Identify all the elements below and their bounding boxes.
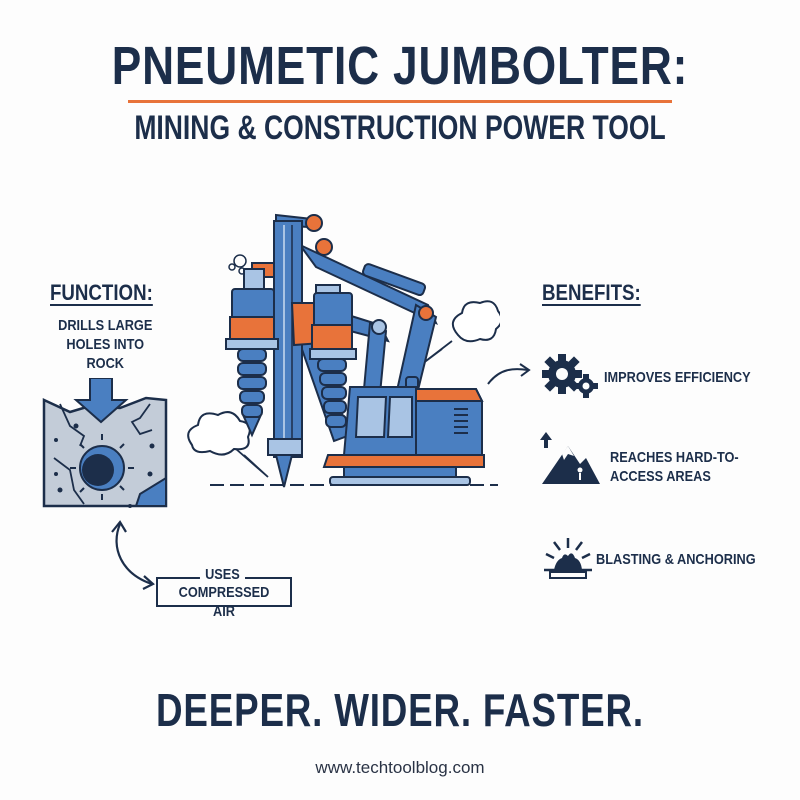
function-description-line1: DRILLS LARGE	[58, 317, 153, 334]
benefits-heading: BENEFITS:	[542, 280, 641, 305]
mountain-climber-icon	[540, 432, 600, 484]
benefit-access-label-line2: ACCESS AREAS	[610, 468, 711, 485]
website-url[interactable]: www.techtoolblog.com	[315, 758, 485, 777]
function-description-line2: HOLES INTO ROCK	[66, 336, 145, 372]
page-subtitle: MINING & CONSTRUCTION POWER TOOL	[134, 109, 666, 147]
benefit-access-label-line1: REACHES HARD-TO-	[610, 449, 739, 466]
dust-cloud-icon	[187, 411, 251, 456]
page-title: PNEUMETIC JUMBOLTER:	[111, 36, 689, 96]
compressed-air-label-bottom: COMPRESSED AIR	[178, 584, 270, 620]
function-heading: FUNCTION:	[50, 280, 153, 305]
benefit-access-label: REACHES HARD-TO- ACCESS AREAS	[610, 448, 739, 486]
compressed-air-label-top: USES	[199, 565, 245, 584]
tagline: DEEPER. WIDER. FASTER.	[156, 684, 644, 736]
pointer-arrow-icon	[487, 363, 531, 385]
explosion-icon	[544, 538, 592, 579]
benefit-efficiency-label: IMPROVES EFFICIENCY	[604, 369, 751, 386]
title-divider	[128, 100, 672, 103]
curved-double-arrow-icon	[111, 520, 155, 590]
rock-drill-hole-icon	[42, 378, 168, 508]
benefit-item-access	[540, 432, 600, 491]
benefit-item-efficiency	[542, 352, 602, 403]
benefit-blasting-label: BLASTING & ANCHORING	[596, 551, 756, 568]
exhaust-cloud-icon	[451, 300, 500, 343]
benefit-item-blasting	[542, 536, 594, 585]
gears-icon	[542, 354, 598, 398]
drill-rig-icon	[187, 213, 500, 488]
function-description: DRILLS LARGE HOLES INTO ROCK	[50, 316, 161, 373]
